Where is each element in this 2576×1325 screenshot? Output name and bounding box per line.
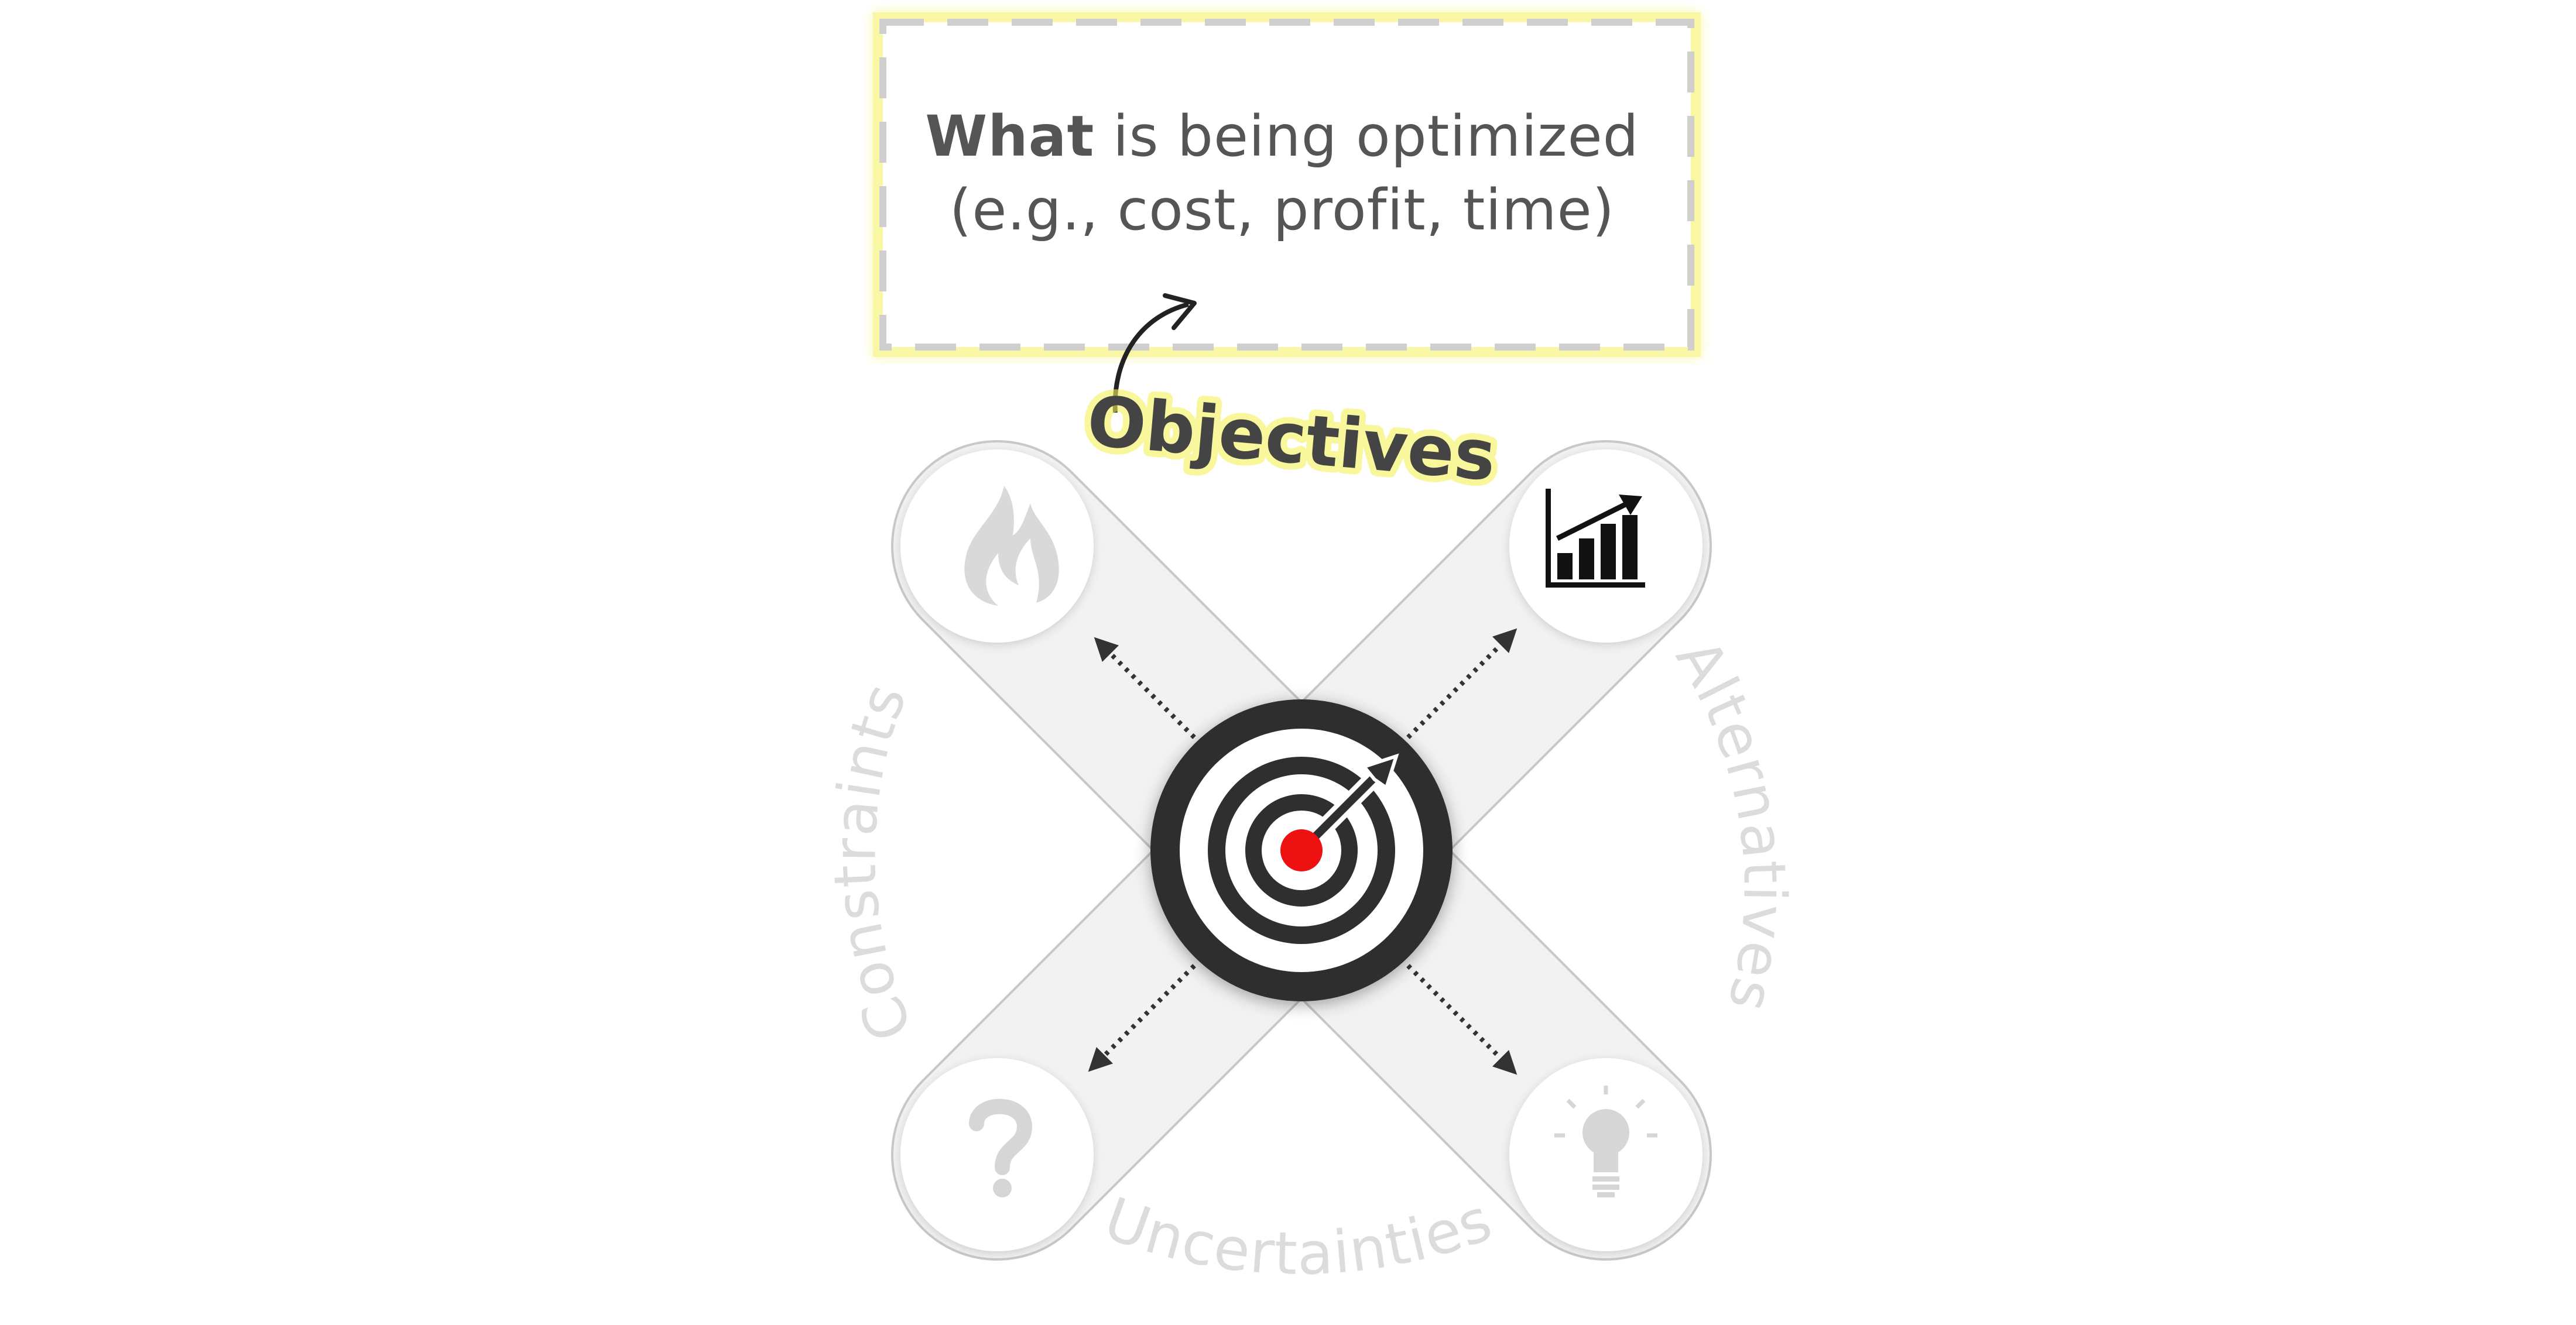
target-icon — [1150, 699, 1453, 1001]
alternatives-label-path: Alternatives — [1663, 627, 1798, 1019]
icon-circle-bottom-left — [900, 1058, 1094, 1251]
callout-line-1: What is being optimized — [872, 99, 1692, 173]
lightbulb-icon — [1554, 1086, 1657, 1197]
objective-callout-text: What is being optimized (e.g., cost, pro… — [872, 99, 1692, 247]
uncertainties-label: Uncertainties — [1096, 1184, 1502, 1288]
constraints-label: Constraints — [820, 674, 926, 1051]
question-mark-icon — [969, 1099, 1033, 1197]
alternatives-label: Alternatives — [1663, 627, 1799, 1019]
fire-icon — [964, 486, 1059, 606]
curved-arrow — [1112, 302, 1189, 413]
uncertainties-label-path: Uncertainties — [1096, 1184, 1501, 1288]
callout-line-1-rest: is being optimized — [1094, 104, 1639, 169]
dotted-arrow-top-left — [1094, 637, 1196, 739]
callout-line-2: (e.g., cost, profit, time) — [949, 177, 1615, 243]
curved-arrow-head — [1163, 293, 1197, 330]
objective-callout-box — [873, 12, 1701, 357]
objectives-label-text: Objectives — [1084, 380, 1499, 496]
constraints-label-path: Constraints — [820, 674, 924, 1051]
bar-chart-growth-icon — [1546, 489, 1645, 588]
callout-emphasis: What — [925, 104, 1095, 169]
